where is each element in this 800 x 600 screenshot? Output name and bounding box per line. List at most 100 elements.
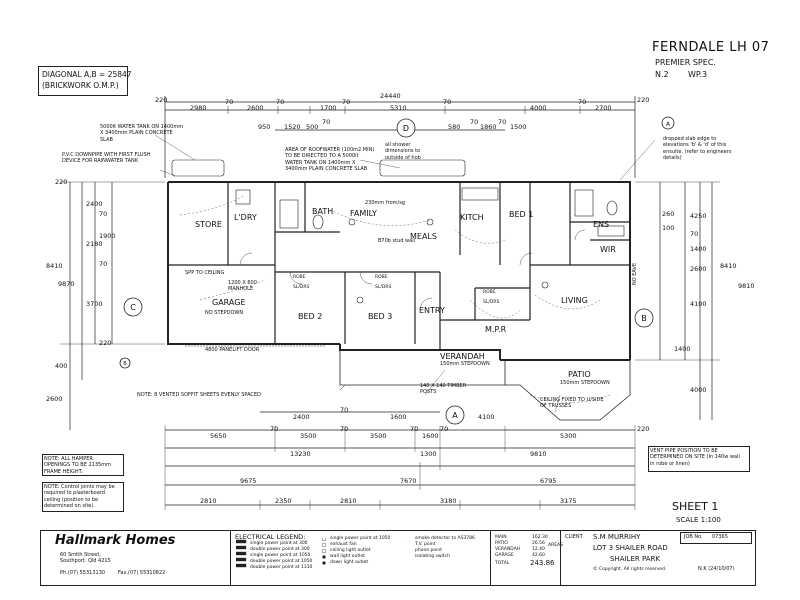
- company-logo: Hallmark Homes: [55, 533, 176, 548]
- room-living: LIVING: [561, 296, 588, 305]
- room-family: FAMILY: [350, 209, 377, 218]
- area-patio-name: PATIO: [495, 541, 508, 546]
- room-patio: PATIO: [568, 370, 591, 379]
- note-manhole: 1200 X 600 MANHOLE: [228, 280, 257, 293]
- sheet-scale: SCALE 1:100: [676, 516, 721, 524]
- dim-top-2: 70: [225, 98, 234, 106]
- dim-right-6: 8410: [720, 262, 737, 270]
- legend-item-13: isolating switch: [415, 554, 450, 559]
- note-panel-door: 4800 PANELIFT DOOR: [205, 347, 260, 353]
- dim-bot0-2: 70: [340, 406, 349, 414]
- room-store: STORE: [195, 220, 222, 229]
- dim-bot1-6: 70: [410, 425, 419, 433]
- dim-left-3: 70: [99, 210, 108, 218]
- note-downpipe: P.V.C DOWNPIPE WITH FIRST FLUSH DEVICE F…: [62, 152, 151, 165]
- note-shower: all shower dimensions to outside of hob: [385, 142, 421, 161]
- legend-item-12: phone point: [415, 548, 442, 553]
- dim-top-5: 1700: [320, 104, 337, 112]
- marker-b: [634, 308, 654, 328]
- room-sldrs-1: SL/DRS: [293, 285, 310, 290]
- dim-right-11: 100: [662, 224, 675, 232]
- dim-top-11: 2700: [595, 104, 612, 112]
- dim-bot0-4: 4100: [478, 413, 495, 421]
- marker-a-label: A: [452, 411, 458, 420]
- dim-left-10: 9870: [58, 280, 75, 288]
- footer-divider-3: [560, 530, 561, 585]
- legend-item-0: single power point at 300: [250, 541, 308, 546]
- room-sldrs-2: SL/DRS: [375, 285, 392, 290]
- legend-item-1: double power point at 300: [250, 547, 310, 552]
- legend-symbol-1: [236, 545, 247, 550]
- legend-symbol-7: [321, 548, 327, 554]
- legend-item-8: wall light outlet: [330, 554, 365, 559]
- dim-top2-8: 70: [498, 118, 507, 126]
- legend-symbol-0: [236, 539, 247, 544]
- legend-symbol-2: [236, 551, 247, 556]
- dim-bot1-10: 220: [637, 425, 650, 433]
- n-label: N.2: [655, 70, 669, 79]
- dim-top-10: 70: [578, 98, 587, 106]
- footer-divider-1: [230, 530, 231, 585]
- dim-bot1-1: 5650: [210, 432, 227, 440]
- dim-bot2-2: 1300: [420, 450, 437, 458]
- dim-bot1-8: 70: [440, 425, 449, 433]
- dim-top2-2: 1520: [284, 123, 301, 131]
- dim-bot1-9: 5300: [560, 432, 577, 440]
- note-slab-edge: dropped slab edge to elevations 'b' & 'd…: [663, 136, 732, 161]
- room-kitch: KITCH: [460, 213, 484, 222]
- drawn-by: N.K (24/10/07): [698, 566, 735, 572]
- dim-right-10: 260: [662, 210, 675, 218]
- room-robe-1: ROBE: [293, 275, 306, 280]
- dim-right-3: 1400: [690, 245, 707, 253]
- note-hamper: NOTE: ALL HAMPER OPENINGS TO BE 2135mm F…: [44, 456, 111, 475]
- dim-bot2-1: 13230: [290, 450, 311, 458]
- dim-top2-7: 1860: [480, 123, 497, 131]
- dim-left-8: 220: [99, 339, 112, 347]
- room-bed2: BED 2: [298, 312, 323, 321]
- legend-symbol-5: [321, 538, 327, 542]
- legend-item-3: double power point at 1050: [250, 559, 313, 564]
- dim-right-8: 4000: [690, 386, 707, 394]
- dim-top2-3: 500: [306, 123, 319, 131]
- legend-item-11: T.V. point: [415, 542, 436, 547]
- dim-top-1: 2980: [190, 104, 207, 112]
- diagonal-note-sub: (BRICKWORK O.M.P.): [42, 81, 119, 90]
- dim-right-7: 9810: [738, 282, 755, 290]
- note-soffit: NOTE: 8 VENTED SOFFIT SHEETS EVENLY SPAC…: [137, 392, 261, 398]
- dim-right-5: 4100: [690, 300, 707, 308]
- room-patio-sub: 150mm STEPDOWN: [560, 380, 610, 386]
- marker-d-label: D: [403, 124, 409, 133]
- note-stud-wall2: B70b stud wall: [378, 238, 415, 244]
- room-mpr: M.P.R: [485, 325, 507, 334]
- company-address-2: Southport. Qld 4215: [60, 558, 111, 564]
- dim-bot1-5: 3500: [370, 432, 387, 440]
- dim-left-2: 2400: [86, 200, 103, 208]
- note-vent-pipe: VENT PIPE POSITION TO BE DETERMINED ON S…: [650, 448, 740, 467]
- area-garage-value: 42.60: [532, 553, 545, 558]
- areas-label: AREAS: [548, 543, 563, 548]
- dim-left-4: 1900: [99, 232, 116, 240]
- electrical-legend-title: ELECTRICAL LEGEND:: [235, 533, 306, 541]
- area-main-value: 162.30: [532, 535, 548, 540]
- dim-top2-5: 580: [448, 123, 461, 131]
- note-roof-water: AREA OF ROOFWATER (100m2 MIN) TO BE DIRE…: [285, 147, 375, 172]
- dim-bot1-7: 1600: [422, 432, 439, 440]
- job-number: 07365: [712, 534, 728, 540]
- dim-top2-6: 70: [470, 118, 479, 126]
- legend-item-4: double power point at 1310: [250, 565, 313, 570]
- room-garage-sub: NO STEPDOWN: [205, 310, 244, 316]
- area-patio-value: 26.56: [532, 541, 545, 546]
- note-no-eave: NO EAVE: [632, 262, 638, 285]
- company-phone: Ph.(07) 55313130: [60, 570, 106, 576]
- legend-item-9: down light outlet: [330, 560, 369, 565]
- footer-title-block: [40, 530, 756, 586]
- room-robe-3: ROBE: [483, 290, 496, 295]
- marker-b-small-label: B: [123, 361, 127, 367]
- legend-item-7: ceiling light outlet: [330, 548, 371, 553]
- dim-right-9: 1400: [674, 345, 691, 353]
- legend-item-10: smoke detector to AS3786: [415, 536, 475, 541]
- diagonal-note: DIAGONAL A,B = 25847: [42, 70, 132, 79]
- dim-top-6: 70: [342, 98, 351, 106]
- dim-bot0-1: 2400: [293, 413, 310, 421]
